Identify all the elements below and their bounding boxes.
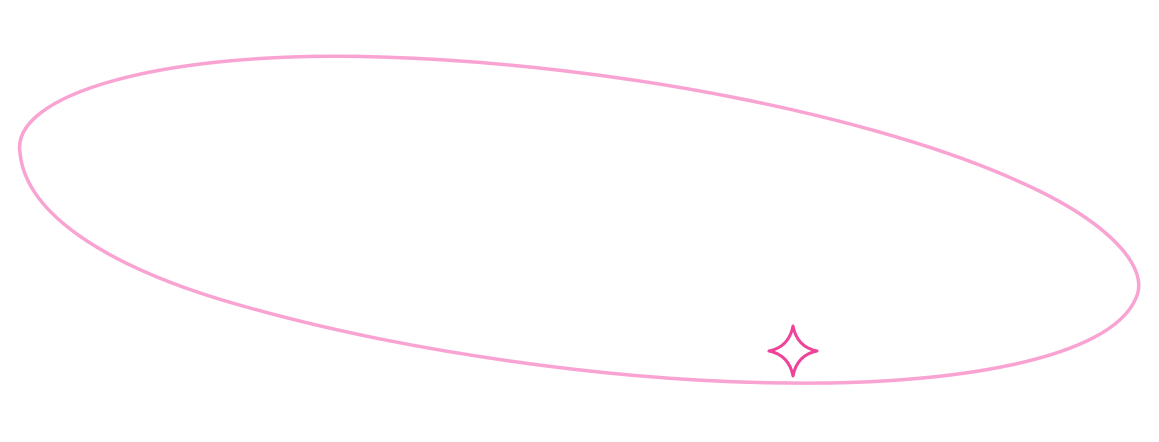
orbit-ellipse-icon <box>17 54 1141 385</box>
sparkle-star-icon <box>767 324 819 378</box>
